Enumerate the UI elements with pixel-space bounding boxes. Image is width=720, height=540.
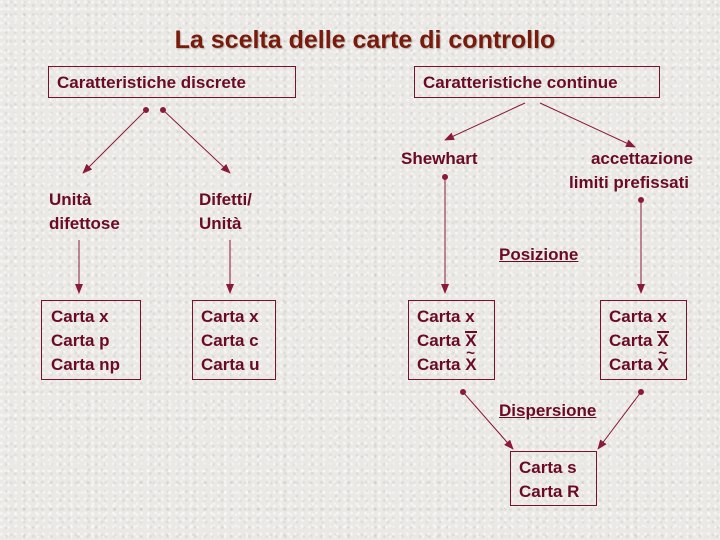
arrow-right-to-bottom bbox=[597, 391, 642, 450]
accettazione-line-1: accettazione bbox=[590, 149, 693, 168]
page-title: La scelta delle carte di controllo bbox=[174, 26, 556, 54]
carta-c: Carta c bbox=[201, 331, 259, 350]
accettazione-line-2: limiti prefissati bbox=[569, 173, 689, 192]
carta-x: Carta x bbox=[51, 307, 109, 326]
carta-x-line: Carta x bbox=[417, 307, 475, 326]
continuous-header-text: Caratteristiche continue bbox=[423, 73, 618, 92]
carta-p: Carta p bbox=[51, 331, 110, 350]
carta-np: Carta np bbox=[51, 355, 120, 374]
discrete-header: Caratteristiche discrete bbox=[48, 66, 296, 98]
posizione-label: Posizione bbox=[499, 245, 579, 264]
carta-s: Carta s bbox=[519, 458, 577, 477]
unita-difettose-label: Unità difettose bbox=[49, 188, 120, 236]
x-bar-symbol: X bbox=[657, 329, 669, 353]
continuous-right-box: Carta x Carta X Carta X bbox=[600, 300, 687, 380]
difetti-unita-line-2: Unità bbox=[199, 214, 242, 233]
discrete-right-box: Carta x Carta c Carta u bbox=[192, 300, 276, 380]
dispersione-label: Dispersione bbox=[499, 401, 597, 420]
shewhart-label: Shewhart bbox=[401, 149, 478, 168]
carta-xtilde-line: Carta X bbox=[417, 342, 494, 377]
unita-difettose-line-2: difettose bbox=[49, 214, 120, 233]
arrow-discrete-to-difetti bbox=[162, 109, 231, 174]
continuous-left-box: Carta x Carta X Carta X bbox=[408, 300, 495, 380]
carta-xbar-line: Carta X bbox=[609, 329, 686, 353]
carta-x: Carta x bbox=[201, 307, 259, 326]
continuous-header: Caratteristiche continue bbox=[414, 66, 660, 98]
arrow-continue-to-accettazione bbox=[539, 102, 636, 148]
discrete-left-box: Carta x Carta p Carta np bbox=[41, 300, 141, 380]
unita-difettose-line-1: Unità bbox=[49, 190, 92, 209]
accettazione-label: accettazione limiti prefissati bbox=[548, 147, 693, 195]
difetti-unita-line-1: Difetti/ bbox=[199, 190, 252, 209]
x-bar-symbol: X bbox=[465, 329, 477, 353]
carta-xbar-line: Carta X bbox=[417, 329, 494, 353]
arrow-discrete-to-unita bbox=[82, 109, 147, 174]
difetti-unita-label: Difetti/ Unità bbox=[199, 188, 252, 236]
carta-u: Carta u bbox=[201, 355, 260, 374]
carta-xtilde-line: Carta X bbox=[609, 342, 686, 377]
discrete-header-text: Caratteristiche discrete bbox=[57, 73, 246, 92]
carta-r: Carta R bbox=[519, 482, 580, 501]
carta-x-line: Carta x bbox=[609, 307, 667, 326]
x-symbol: x bbox=[657, 307, 667, 326]
dispersion-box: Carta s Carta R bbox=[510, 451, 597, 506]
arrow-left-to-bottom bbox=[462, 391, 514, 450]
x-tilde-symbol: X bbox=[465, 342, 476, 377]
arrow-continue-to-shewhart bbox=[444, 102, 526, 141]
x-tilde-symbol: X bbox=[657, 342, 668, 377]
x-symbol: x bbox=[465, 307, 475, 326]
